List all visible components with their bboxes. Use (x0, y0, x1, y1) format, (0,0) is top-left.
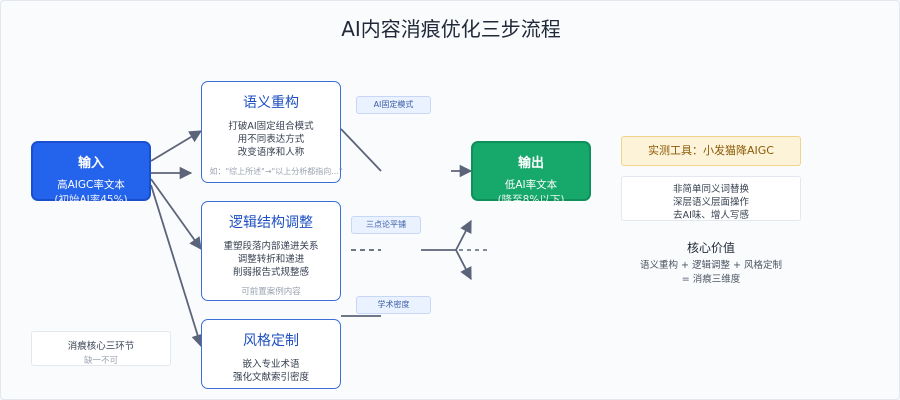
step2-hint: 可前置案例内容 (241, 287, 301, 297)
step1-line: 改变语序和人称 (237, 147, 305, 158)
step3-line: 嵌入专业术语 (242, 359, 300, 370)
operation-item: 深层语义层面操作 (672, 197, 749, 208)
step-style-customization: 风格定制 嵌入专业术语 强化文献索引密度 (201, 319, 341, 389)
connector-branch-down (455, 249, 472, 281)
core-note-line2: 缺一不可 (83, 356, 118, 366)
tag-ai-fixed-pattern: AI固定模式 (356, 96, 431, 114)
connector-input-step2 (150, 178, 202, 251)
output-line1: 低AI率文本 (504, 179, 558, 191)
core-value-heading: 核心价值 (686, 241, 735, 255)
step3-heading: 风格定制 (243, 333, 299, 349)
step1-line: 打破AI固定组合模式 (228, 121, 314, 132)
step3-line: 强化文献索引密度 (232, 372, 309, 383)
output-node: 输出 低AI率文本 (降至8%以下) (471, 141, 591, 206)
tag-academic-density: 学术密度 (356, 296, 431, 314)
core-note-line1: 消痕核心三环节 (67, 341, 135, 352)
step1-annotation: 如："综上所述"→"以上分析都指向..." (209, 167, 343, 176)
connector-input-step1 (150, 130, 203, 162)
step2-line: 削弱报告式规整感 (232, 267, 309, 278)
core-note: 消痕核心三环节 缺一不可 (31, 331, 171, 366)
operations-box: 非简单同义词替换 深层语义层面操作 去AI味、增人写感 (621, 176, 801, 221)
step1-heading: 语义重构 (243, 95, 299, 111)
tool-callout: 实测工具：小发猫降AIGC (621, 136, 801, 166)
connector-branch-up (455, 219, 472, 251)
operation-item: 非简单同义词替换 (672, 184, 749, 195)
operation-item: 去AI味、增人写感 (673, 210, 749, 221)
step-logic-restructure: 逻辑结构调整 重塑段落内部递进关系 调整转折和递进 削弱报告式规整感 可前置案例… (201, 201, 341, 301)
tag-three-point-flat: 三点论平铺 (351, 216, 421, 234)
step2-line: 调整转折和递进 (237, 254, 305, 265)
step-semantic-reconstruction: 语义重构 打破AI固定组合模式 用不同表达方式 改变语序和人称 (201, 81, 341, 183)
input-heading: 输入 (77, 156, 104, 171)
core-value-line2: = 消痕三维度 (681, 274, 741, 285)
input-line2: (初始AI率45%) (54, 194, 128, 206)
core-value-body: 语义重构 + 逻辑调整 + 风格定制 = 消痕三维度 (611, 259, 811, 287)
step2-line: 重塑段落内部递进关系 (223, 241, 319, 252)
input-node: 输入 高AIGC率文本 (初始AI率45%) (31, 141, 151, 206)
diagram-title: AI内容消痕优化三步流程 (341, 17, 561, 41)
input-line1: 高AIGC率文本 (57, 179, 125, 191)
connector-input-step3 (150, 184, 204, 348)
step2-heading: 逻辑结构调整 (229, 215, 313, 231)
output-heading: 输出 (517, 156, 544, 171)
connector-step1-out (340, 128, 382, 172)
step1-line: 用不同表达方式 (237, 134, 305, 145)
core-value-line1: 语义重构 + 逻辑调整 + 风格定制 (640, 260, 782, 271)
output-line2: (降至8%以下) (497, 194, 565, 206)
